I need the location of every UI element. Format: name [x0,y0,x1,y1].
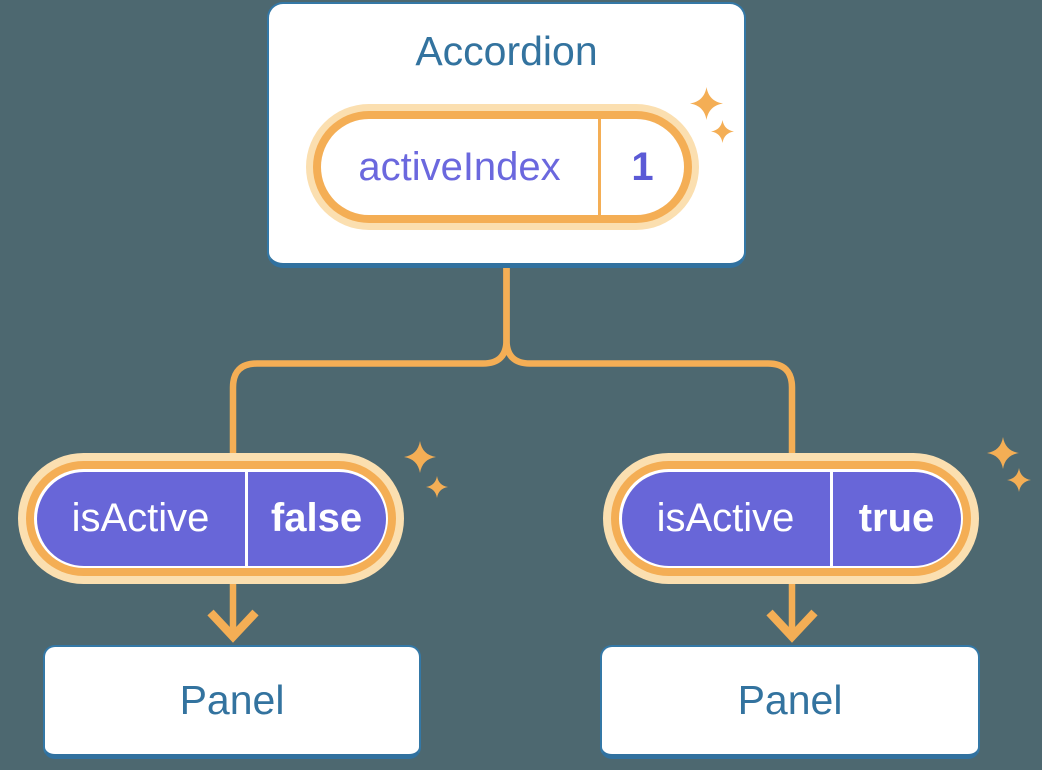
prop-pill-glow: isActive false [18,453,404,584]
state-value: 1 [631,144,654,189]
prop-pill-outline: isActive false [34,469,388,568]
state-pill-body: activeIndex 1 [321,119,684,215]
sparkle-icon [987,437,1019,469]
state-name: activeIndex [358,144,561,189]
prop-pill-ring: isActive false [26,461,396,576]
sparkle-icon [711,120,734,143]
sparkle-icon [426,476,448,498]
panel-title: Panel [737,677,843,723]
branch-line-right [503,268,796,636]
prop-divider [829,471,833,566]
prop-pill-outline: isActive true [619,469,963,568]
prop-divider [244,471,248,566]
sparkle-icon [1007,468,1031,492]
state-divider [598,119,601,215]
prop-pill-body: isActive true [621,471,961,566]
prop-pill-body: isActive false [36,471,386,566]
panel-box-left: Panel [43,645,421,759]
prop-pill-ring: isActive true [611,461,971,576]
prop-pill-right: isActive true [603,453,979,584]
sparkle-icon [404,441,436,473]
prop-name: isActive [656,496,795,540]
state-pill-ring: activeIndex 1 [313,111,692,223]
panel-title: Panel [179,677,285,723]
prop-name: isActive [71,496,210,540]
state-pill-glow: activeIndex 1 [306,104,699,230]
component-title: Accordion [415,28,598,74]
panel-box-right: Panel [600,645,980,759]
prop-value: true [858,496,935,540]
state-pill: activeIndex 1 [306,104,699,230]
prop-pill-glow: isActive true [603,453,979,584]
sparkle-icon [690,87,723,120]
prop-pill-left: isActive false [18,453,404,584]
prop-value: false [270,496,363,540]
accordion-component-box: Accordion activeIndex 1 [267,2,746,268]
arrow-down-icon [207,609,259,643]
arrow-down-icon [766,609,818,643]
